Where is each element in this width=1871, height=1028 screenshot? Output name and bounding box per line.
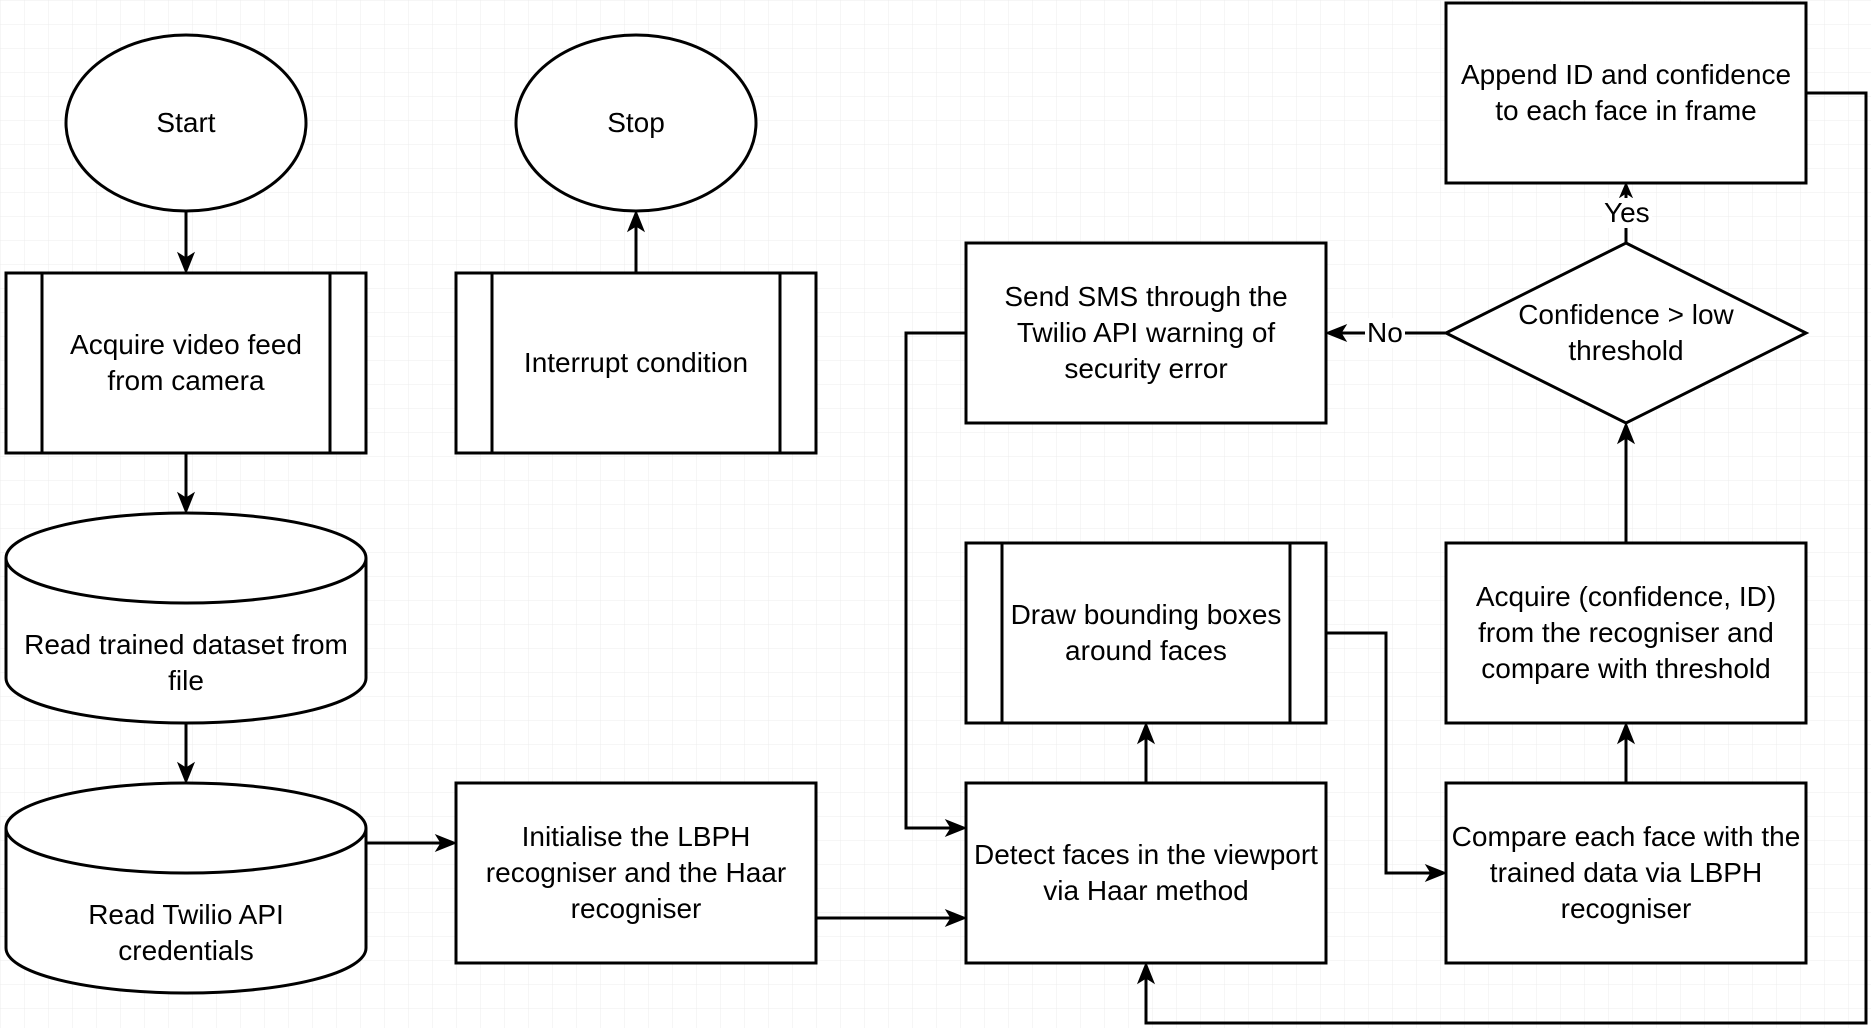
draw-boxes-label: Draw bounding boxes around faces <box>1010 599 1282 666</box>
edge-append-loop-to-detect <box>1136 91 1868 1025</box>
detect-faces-label: Detect faces in the viewport via Haar me… <box>974 839 1318 906</box>
edge-detect-to-draw <box>1136 721 1156 783</box>
interrupt-process[interactable] <box>454 271 818 455</box>
edge-label-no: No <box>1365 317 1405 348</box>
edge-interrupt-to-stop <box>626 209 646 273</box>
edge-compare-to-acquire <box>1616 721 1636 783</box>
compare-faces-label: Compare each face with the trained data … <box>1451 821 1801 924</box>
edge-init-to-detect <box>816 908 968 928</box>
acquire-video-label: Acquire video feed from camera <box>70 329 302 396</box>
send-sms-label: Send SMS through the Twilio API warning … <box>1004 281 1288 384</box>
edge-acquire-to-decision <box>1616 421 1636 543</box>
interrupt-label: Interrupt condition <box>523 347 749 378</box>
detect-faces-box[interactable] <box>964 781 1328 965</box>
edge-sms-to-detect <box>904 331 968 838</box>
read-twilio-label: Read Twilio API credentials <box>88 899 284 966</box>
read-dataset-cylinder[interactable] <box>4 511 368 725</box>
decision-label: Confidence > low threshold <box>1518 299 1734 366</box>
edge-label-yes: Yes <box>1602 197 1652 228</box>
append-id-box[interactable] <box>1444 1 1808 185</box>
acquire-confidence-box[interactable] <box>1444 541 1808 725</box>
read-dataset-label: Read trained dataset from file <box>24 629 348 696</box>
acquire-video-process[interactable] <box>4 271 368 455</box>
append-id-label: Append ID and confidence to each face in… <box>1460 59 1792 126</box>
edge-acquire-to-dataset <box>176 453 196 515</box>
stop-label: Stop <box>607 107 665 138</box>
acquire-confidence-label: Acquire (confidence, ID) from the recogn… <box>1475 581 1777 684</box>
edge-start-to-acquire <box>176 211 196 275</box>
read-twilio-cylinder[interactable] <box>4 781 368 995</box>
start-label: Start <box>156 107 216 138</box>
init-lbph-label: Initialise the LBPH recogniser and the H… <box>485 821 787 924</box>
send-sms-box[interactable] <box>964 241 1328 425</box>
init-lbph-box[interactable] <box>454 781 818 965</box>
edge-twilio-to-init <box>366 833 458 853</box>
edge-dataset-to-twilio <box>176 723 196 785</box>
draw-boxes-process[interactable] <box>964 541 1328 725</box>
edge-draw-to-compare <box>1326 631 1448 883</box>
